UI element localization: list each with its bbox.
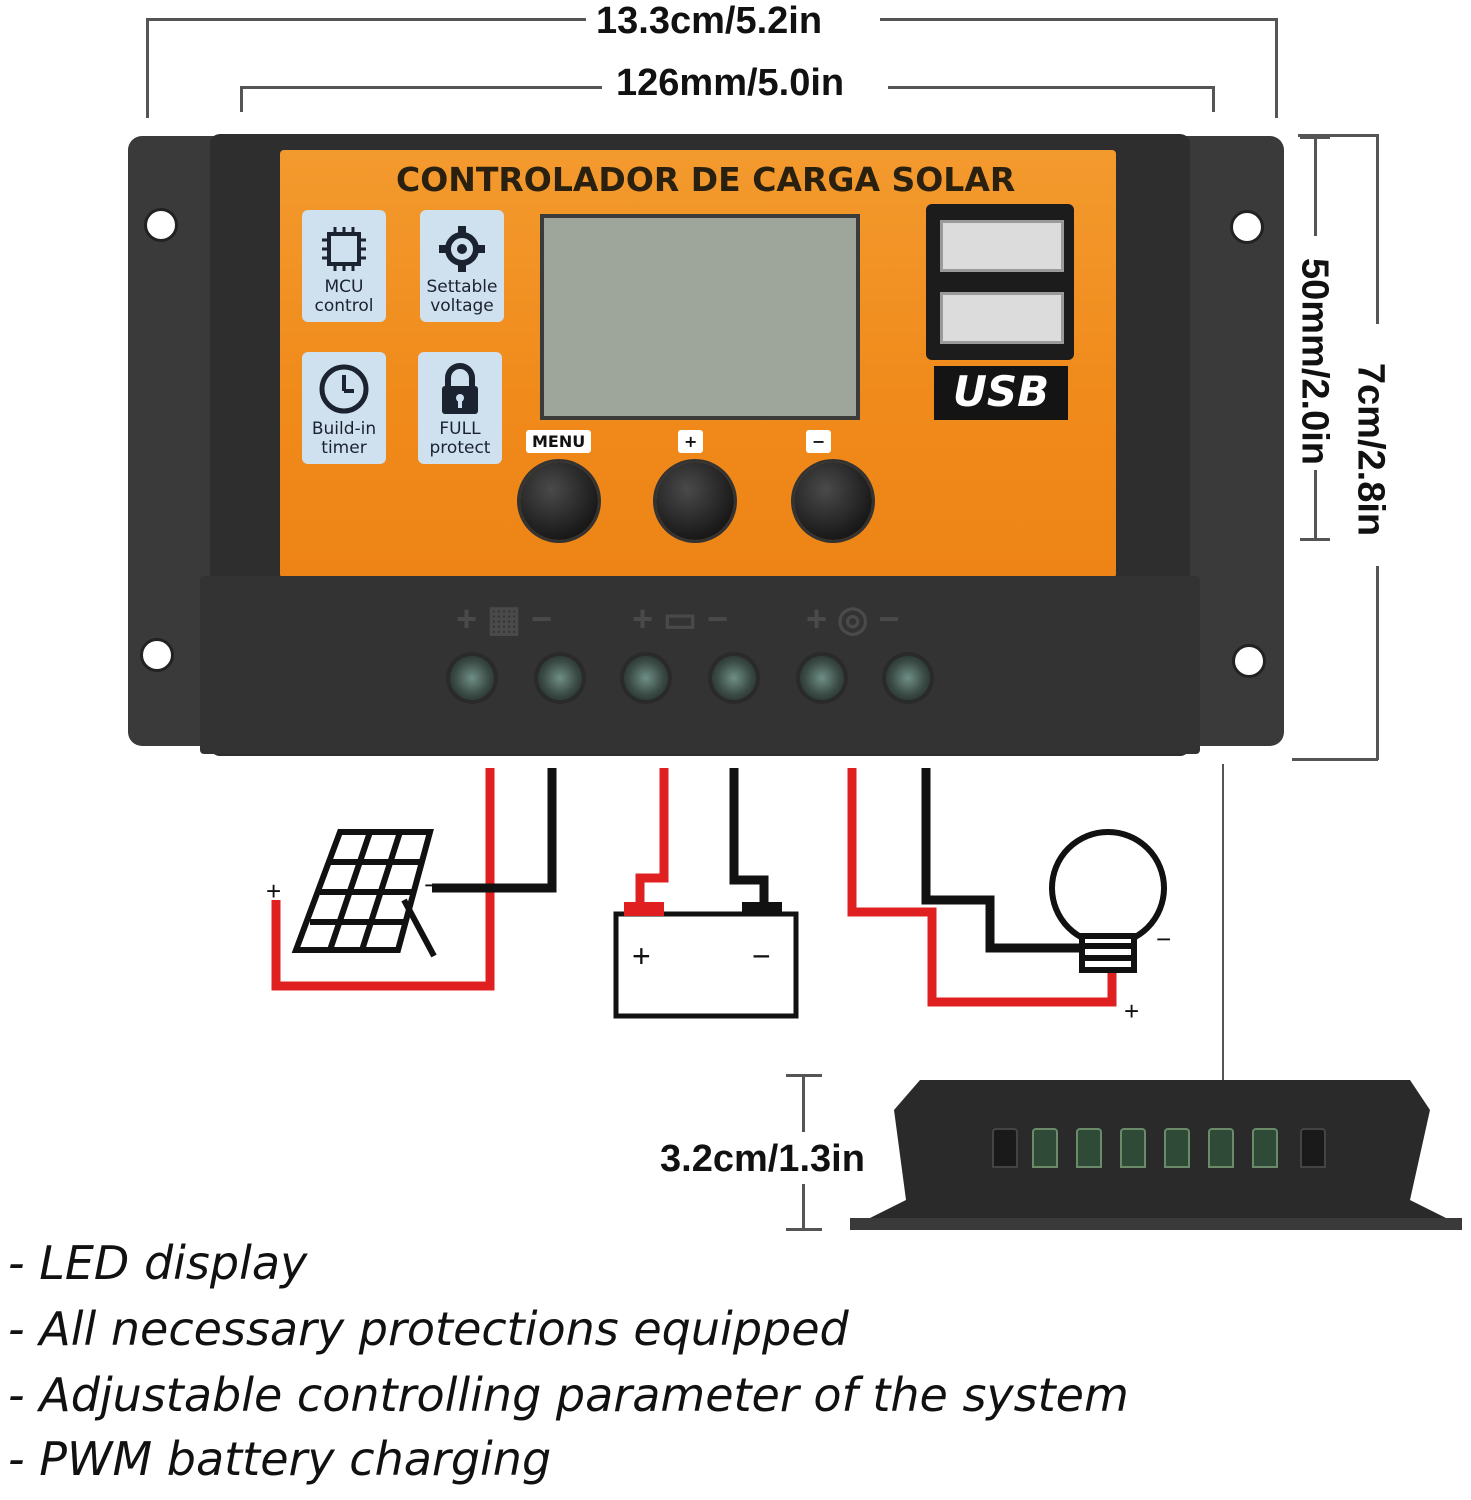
side-terminal-4 <box>1164 1128 1190 1168</box>
menu-button[interactable] <box>520 462 598 540</box>
plus-button[interactable] <box>656 462 734 540</box>
terminal-screw-load-negative[interactable] <box>886 656 930 700</box>
load-negative-wire <box>921 768 1086 953</box>
side-terminal-1 <box>1032 1128 1058 1168</box>
battery-icon <box>613 902 799 1019</box>
feature-list-item: - PWM battery charging <box>8 1432 552 1486</box>
usb-label: USB <box>934 366 1068 420</box>
feature-settable-voltage: Settable voltage <box>420 210 504 322</box>
feature-build-in-timer: Build-in timer <box>302 352 386 464</box>
side-terminal-5 <box>1208 1128 1234 1168</box>
side-view-leader-line <box>1222 764 1224 1104</box>
side-terminal-2 <box>1076 1128 1102 1168</box>
side-slot <box>1300 1128 1326 1168</box>
terminal-screw-solar-negative[interactable] <box>538 656 582 700</box>
brand-title: CONTROLADOR DE CARGA SOLAR <box>396 160 1016 199</box>
solar-plus-label: + <box>266 876 282 906</box>
feature-full-protect: FULL protect <box>418 352 502 464</box>
load-positive-wire <box>847 768 1117 1007</box>
terminal-screw-battery-negative[interactable] <box>712 656 756 700</box>
battery-negative-wire <box>729 768 769 906</box>
solar-minus-label: − <box>424 870 440 900</box>
overall-width-line-right <box>880 18 1278 21</box>
terminal-screw-solar-positive[interactable] <box>450 656 494 700</box>
feature-label: FULL protect <box>429 419 491 458</box>
terminal-block <box>200 576 1200 754</box>
wiring-diagram <box>271 768 1167 1019</box>
load-minus-label: − <box>1156 924 1172 954</box>
feature-label: Build-in timer <box>311 419 377 458</box>
lock-icon <box>442 363 478 414</box>
solar-positive-wire <box>271 768 495 991</box>
battery-positive-wire <box>635 768 669 906</box>
feature-mcu-control: MCU control <box>302 210 386 322</box>
side-terminal-3 <box>1120 1128 1146 1168</box>
inner-height-label: 50mm/2.0in <box>1293 258 1336 465</box>
terminal-group-load: + ◎ − <box>806 598 900 639</box>
mount-hole-bottom-right <box>1232 644 1266 678</box>
side-view <box>850 1080 1462 1230</box>
terminal-group-battery: + ▭ − <box>632 598 729 639</box>
depth-label: 3.2cm/1.3in <box>660 1138 865 1180</box>
side-terminal-6 <box>1252 1128 1278 1168</box>
usb-port-bottom[interactable] <box>940 292 1064 344</box>
minus-button-label: − <box>806 430 832 453</box>
side-slot <box>992 1128 1018 1168</box>
overall-width-label: 13.3cm/5.2in <box>596 0 823 42</box>
usb-port-top[interactable] <box>940 220 1064 272</box>
mount-hole-top-right <box>1230 210 1264 244</box>
feature-list-item: - Adjustable controlling parameter of th… <box>8 1368 1129 1422</box>
overall-height-label: 7cm/2.8in <box>1349 362 1392 537</box>
mount-hole-top-left <box>144 208 178 242</box>
clock-icon <box>319 364 369 414</box>
lcd-display <box>540 214 860 420</box>
overall-width-line-left <box>146 18 586 21</box>
solar-negative-wire <box>432 768 557 893</box>
minus-button[interactable] <box>794 462 872 540</box>
feature-label: Settable voltage <box>426 277 498 316</box>
feature-list-item: - All necessary protections equipped <box>8 1302 849 1356</box>
plus-button-label: + <box>678 430 704 453</box>
menu-button-label: MENU <box>526 430 592 453</box>
lamp-icon <box>1049 829 1167 973</box>
solar-panel-icon <box>291 829 437 958</box>
load-plus-label: + <box>1124 996 1140 1026</box>
feature-label: MCU control <box>314 277 374 316</box>
battery-minus-label: − <box>752 938 771 974</box>
feature-list-item: - LED display <box>8 1236 308 1290</box>
gear-icon <box>439 226 485 272</box>
inner-width-label: 126mm/5.0in <box>616 62 845 104</box>
mount-hole-bottom-left <box>140 638 174 672</box>
terminal-screw-battery-positive[interactable] <box>624 656 668 700</box>
chip-icon <box>322 227 366 271</box>
terminal-group-solar: + ▦ − <box>456 598 553 639</box>
terminal-screw-load-positive[interactable] <box>800 656 844 700</box>
battery-plus-label: + <box>632 938 651 974</box>
